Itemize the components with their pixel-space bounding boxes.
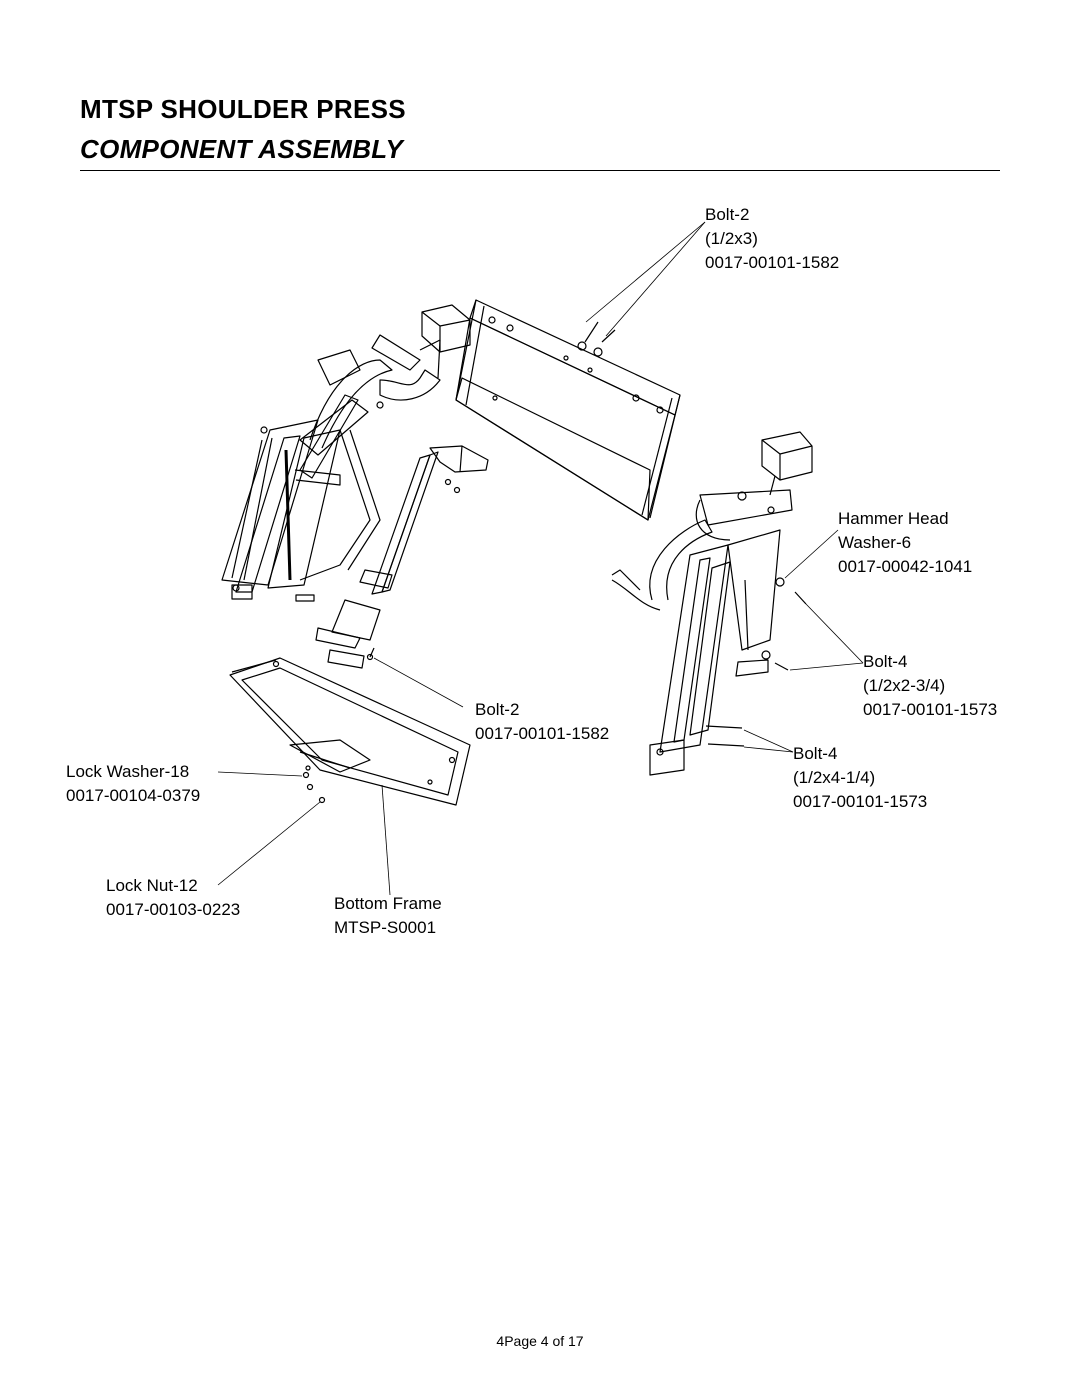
callout-line: 0017-00101-1573 xyxy=(793,792,928,811)
callout-hammer-head-washer: Hammer Head Washer-6 0017-00042-1041 xyxy=(838,507,972,579)
callout-line: 0017-00101-1573 xyxy=(863,700,998,719)
callout-lock-washer: Lock Washer-18 0017-00104-0379 xyxy=(66,760,200,808)
callout-line: Lock Washer-18 xyxy=(66,762,190,781)
seat-post xyxy=(315,445,489,669)
callout-bolt4-right: Bolt-4 (1/2x2-3/4) 0017-00101-1573 xyxy=(863,650,997,722)
header-divider xyxy=(80,170,1000,171)
callout-line: Bolt-4 xyxy=(863,652,908,671)
callout-line: Bolt-2 xyxy=(705,205,750,224)
callout-line: (1/2x2-3/4) xyxy=(863,676,946,695)
callout-line: 0017-00103-0223 xyxy=(106,900,241,919)
callout-line: (1/2x3) xyxy=(705,229,758,248)
callout-line: Lock Nut-12 xyxy=(106,876,198,895)
callout-line: 0017-00101-1582 xyxy=(705,253,840,272)
callout-line: Washer-6 xyxy=(838,533,912,552)
callout-bolt4-lower: Bolt-4 (1/2x4-1/4) 0017-00101-1573 xyxy=(793,742,927,814)
callout-line: 0017-00042-1041 xyxy=(838,557,973,576)
callout-line: Hammer Head xyxy=(838,509,949,528)
page-subtitle: COMPONENT ASSEMBLY xyxy=(80,134,404,164)
callout-line: Bottom Frame xyxy=(334,894,442,913)
callout-bolt2-mid: Bolt-2 0017-00101-1582 xyxy=(475,698,609,746)
page-number: 4Page 4 of 17 xyxy=(496,1333,584,1349)
callout-line: (1/2x4-1/4) xyxy=(793,768,876,787)
callout-bolt2-top: Bolt-2 (1/2x3) 0017-00101-1582 xyxy=(705,203,839,275)
bottom-frame xyxy=(229,657,471,806)
callout-line: Bolt-4 xyxy=(793,744,838,763)
callout-line: 0017-00101-1582 xyxy=(475,724,610,743)
callout-line: MTSP-S0001 xyxy=(334,918,437,937)
callout-line: Bolt-2 xyxy=(475,700,520,719)
right-press-arm xyxy=(611,431,813,776)
callout-bottom-frame: Bottom Frame MTSP-S0001 xyxy=(334,892,442,940)
page-title: MTSP SHOULDER PRESS xyxy=(80,94,406,124)
hardware-parts xyxy=(302,321,807,804)
callout-line: 0017-00104-0379 xyxy=(66,786,201,805)
callout-leaders xyxy=(217,221,864,896)
left-upright-frame xyxy=(221,304,471,602)
back-pad-panel xyxy=(455,299,681,521)
callout-lock-nut: Lock Nut-12 0017-00103-0223 xyxy=(106,874,240,922)
